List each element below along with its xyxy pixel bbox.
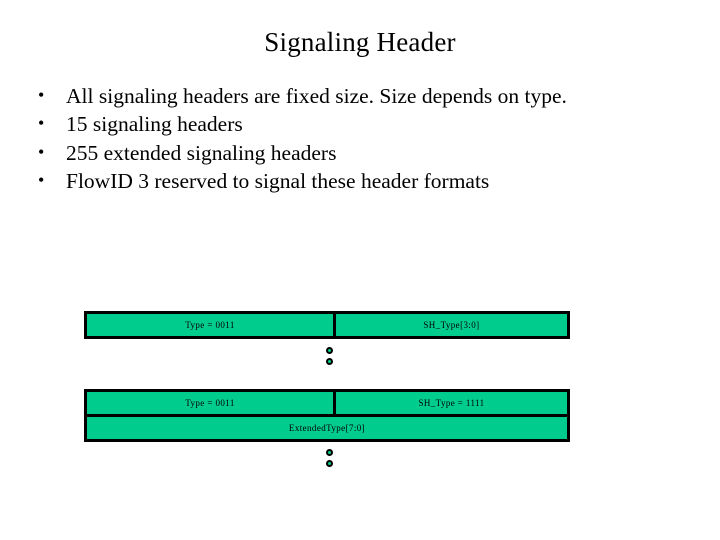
list-item-label: 255 extended signaling headers [66, 140, 337, 165]
list-item-label: FlowID 3 reserved to signal these header… [66, 169, 490, 194]
bullet-marker-icon: • [38, 170, 45, 191]
packet-group-basic-signaling-header: Type = 0011 SH_Type[3:0] [84, 311, 570, 339]
packet-field-extended-type: ExtendedType[7:0] [87, 417, 567, 439]
bullet-marker-icon: • [38, 113, 45, 134]
bullet-marker-icon: • [38, 141, 45, 162]
packet-field-sh-type: SH_Type = 1111 [336, 392, 567, 414]
packet-field-type: Type = 0011 [87, 392, 336, 414]
dot-icon [325, 449, 333, 456]
bullet-marker-icon: • [38, 85, 45, 105]
packet-field-sh-type: SH_Type[3:0] [336, 314, 567, 336]
packet-field-type: Type = 0011 [87, 314, 336, 336]
list-item: • FlowID 3 reserved to signal these head… [34, 167, 686, 195]
packet-row: Type = 0011 SH_Type[3:0] [87, 314, 567, 336]
list-item: • All signaling headers are fixed size. … [34, 82, 686, 110]
list-item: • 255 extended signaling headers [34, 139, 686, 167]
list-item: • 15 signaling headers [34, 110, 686, 138]
page-title: Signaling Header [264, 27, 456, 57]
packet-row: ExtendedType[7:0] [87, 414, 567, 439]
dot-icon [325, 460, 333, 467]
packet-group-extended-signaling-header: Type = 0011 SH_Type = 1111 ExtendedType[… [84, 389, 570, 442]
continuation-dots-upper-icon [322, 347, 336, 365]
packet-row: Type = 0011 SH_Type = 1111 [87, 392, 567, 414]
list-item-label: 15 signaling headers [66, 112, 243, 137]
list-item-label: All signaling headers are fixed size. Si… [66, 84, 567, 108]
continuation-dots-lower-icon [322, 449, 336, 467]
dot-icon [325, 347, 333, 354]
dot-icon [325, 358, 333, 365]
bullet-list: • All signaling headers are fixed size. … [34, 82, 686, 196]
